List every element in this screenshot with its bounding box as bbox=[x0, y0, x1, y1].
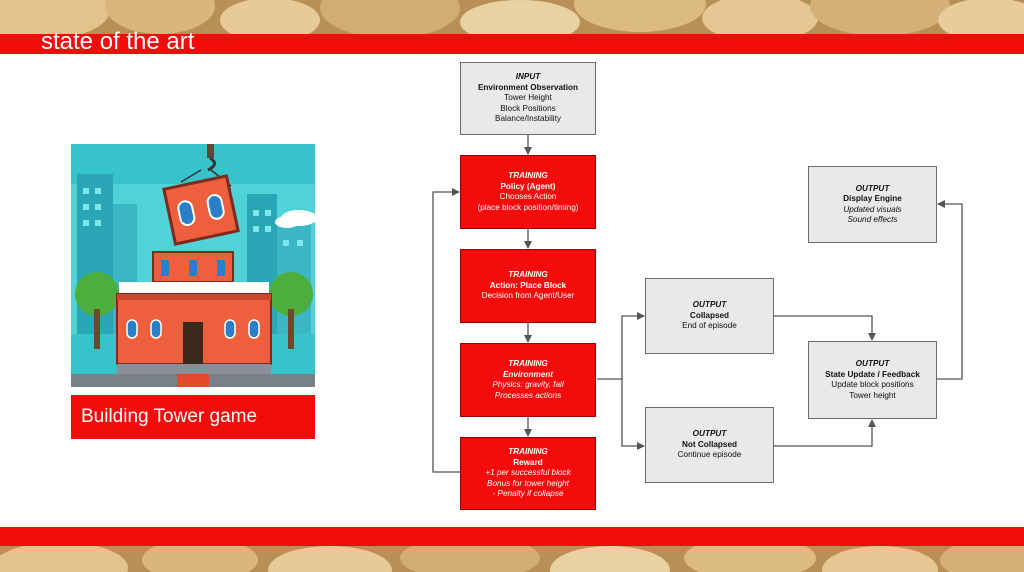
node-environment-line-1: Physics: gravity, fall bbox=[492, 380, 564, 389]
node-collapsed-title: Collapsed bbox=[689, 310, 730, 320]
node-input: INPUT Environment Observation Tower Heig… bbox=[460, 62, 596, 135]
node-action: TRAINING Action: Place Block Decision fr… bbox=[460, 249, 596, 323]
edge-environment-collapsed bbox=[597, 312, 645, 380]
node-not-collapsed-title: Not Collapsed bbox=[681, 439, 738, 449]
edge-environment-notcollapsed bbox=[621, 379, 645, 450]
node-display-engine-line-2: Sound effects bbox=[847, 215, 898, 224]
node-reward-line-2: Bonus for tower height bbox=[487, 478, 569, 488]
node-policy-line-1: Chooses Action bbox=[499, 192, 557, 201]
node-policy-title: Policy (Agent) bbox=[500, 181, 556, 191]
node-reward-line-3: - Penalty if collapse bbox=[492, 489, 564, 499]
slide-title: state of the art bbox=[41, 28, 195, 55]
node-input-line-2: Block Positions bbox=[500, 103, 556, 113]
node-display-engine: OUTPUT Display Engine Updated visuals So… bbox=[808, 166, 937, 243]
node-state-update: OUTPUT State Update / Feedback Update bl… bbox=[808, 341, 937, 419]
node-state-update-line-1: Update block positions bbox=[831, 380, 914, 389]
node-collapsed: OUTPUT Collapsed End of episode bbox=[645, 278, 774, 354]
illustration-caption: Building Tower game bbox=[71, 395, 315, 439]
node-state-update-title: State Update / Feedback bbox=[825, 369, 920, 379]
node-reward-line-1: +1 per successful block bbox=[485, 468, 571, 478]
title-band bbox=[0, 34, 1024, 54]
node-not-collapsed-line-1: Continue episode bbox=[677, 450, 742, 460]
edge-collapsed-state bbox=[774, 315, 876, 341]
edge-state-display bbox=[937, 200, 963, 380]
node-policy: TRAINING Policy (Agent) Chooses Action (… bbox=[460, 155, 596, 229]
footer-band bbox=[0, 527, 1024, 546]
node-action-title: Action: Place Block bbox=[489, 280, 567, 290]
node-collapsed-line-1: End of episode bbox=[682, 321, 737, 331]
node-display-engine-title: Display Engine bbox=[843, 194, 902, 203]
edge-notcollapsed-state bbox=[774, 419, 876, 447]
node-environment: TRAINING Environment Physics: gravity, f… bbox=[460, 343, 596, 417]
node-reward-title: Reward bbox=[513, 457, 543, 467]
node-action-tag: TRAINING bbox=[508, 270, 548, 280]
node-not-collapsed-tag: OUTPUT bbox=[692, 429, 727, 439]
node-state-update-line-2: Tower height bbox=[849, 390, 896, 400]
background-photo-bottom bbox=[0, 546, 1024, 572]
node-policy-line-2: (place block position/timing) bbox=[477, 202, 579, 212]
node-environment-tag: TRAINING bbox=[508, 359, 548, 368]
node-input-line-1: Tower Height bbox=[504, 93, 552, 103]
node-not-collapsed: OUTPUT Not Collapsed Continue episode bbox=[645, 407, 774, 483]
node-display-engine-line-1: Updated visuals bbox=[843, 204, 902, 214]
background-photo-top bbox=[0, 0, 1024, 34]
node-action-line-1: Decision from Agent/User bbox=[481, 291, 575, 301]
node-environment-title: Environment bbox=[502, 369, 554, 379]
edge-reward-policy bbox=[432, 188, 460, 473]
node-input-title: Environment Observation bbox=[477, 82, 579, 92]
node-state-update-tag: OUTPUT bbox=[855, 359, 890, 368]
node-reward: TRAINING Reward +1 per successful block … bbox=[460, 437, 596, 510]
node-reward-tag: TRAINING bbox=[508, 447, 548, 457]
node-collapsed-tag: OUTPUT bbox=[692, 300, 727, 310]
node-input-tag: INPUT bbox=[515, 72, 541, 82]
node-display-engine-tag: OUTPUT bbox=[855, 183, 890, 193]
node-input-line-3: Balance/Instability bbox=[495, 114, 561, 124]
tower-game-illustration bbox=[71, 144, 315, 387]
node-policy-tag: TRAINING bbox=[508, 171, 548, 180]
node-environment-line-2: Processes actions bbox=[494, 390, 562, 400]
